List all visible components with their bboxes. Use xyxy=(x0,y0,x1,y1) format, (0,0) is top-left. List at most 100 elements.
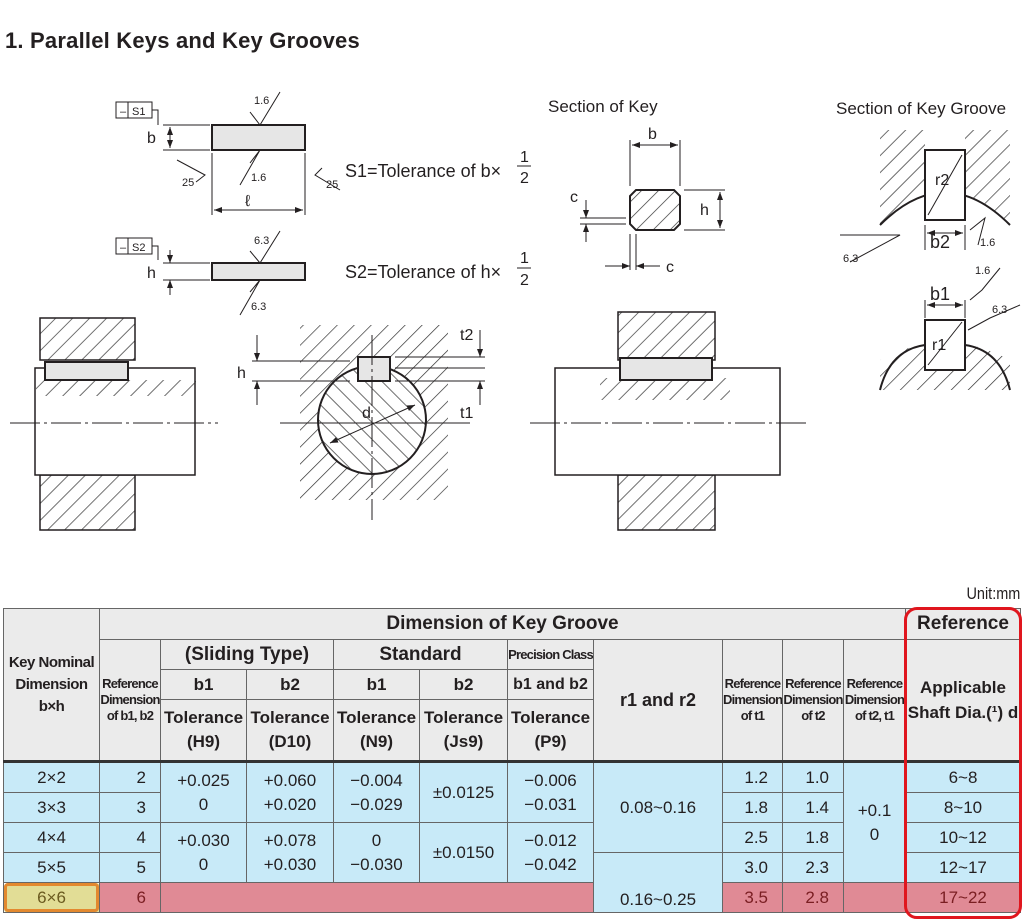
cell-key: 3×3 xyxy=(3,792,100,823)
cell-key: 2×2 xyxy=(3,760,100,793)
header-standard-b2: b2 xyxy=(419,669,508,700)
rough-25-right: 25 xyxy=(326,179,338,191)
section-of-key-label: Section of Key xyxy=(548,97,658,116)
cell-ref: 5 xyxy=(99,852,161,883)
cell-h9: +0.030 0 xyxy=(160,822,247,883)
cell-t-tol-empty xyxy=(843,882,906,913)
shaft-h-label: h xyxy=(237,365,246,382)
shaft-d-label: d xyxy=(362,405,371,422)
cell-t2: 1.4 xyxy=(782,792,844,823)
cell-r: 0.08~0.16 xyxy=(593,760,723,853)
cell-ref: 6 xyxy=(99,882,161,913)
cell-t2: 2.8 xyxy=(782,882,844,913)
groove-rough-1-6: 1.6 xyxy=(980,237,995,249)
rough-1-6-bottom: 1.6 xyxy=(251,172,266,184)
s1-note: S1=Tolerance of b× xyxy=(345,161,501,181)
header-t2: Reference Dimension of t2 xyxy=(782,639,844,762)
section-of-key-groove-label: Section of Key Groove xyxy=(836,99,1006,118)
header-sliding-b1: b1 xyxy=(160,669,247,700)
cell-key: 5×5 xyxy=(3,852,100,883)
header-groove-dimension: Dimension of Key Groove xyxy=(99,608,906,640)
cell-t1: 3.0 xyxy=(722,852,783,883)
label-s2-box: S2 xyxy=(132,242,145,254)
rough-6-3-top: 6.3 xyxy=(254,235,269,247)
cell-t2: 2.3 xyxy=(782,852,844,883)
cell-key: 4×4 xyxy=(3,822,100,853)
shaft-t2-label: t2 xyxy=(460,327,473,344)
cell-h9: +0.025 0 xyxy=(160,760,247,823)
header-standard: Standard xyxy=(333,639,508,670)
cell-ref: 4 xyxy=(99,822,161,853)
s2-half-den: 2 xyxy=(520,272,529,289)
cell-n9: −0.004 −0.029 xyxy=(333,760,420,823)
header-sliding: (Sliding Type) xyxy=(160,639,334,670)
key-groove-dimension-table: Key Nominal Dimension b×h Dimension of K… xyxy=(3,608,1021,913)
cell-js9: ±0.0125 xyxy=(419,760,508,823)
tol-js9: (Js9) xyxy=(443,732,484,751)
cell-t1: 2.5 xyxy=(722,822,783,853)
tol-label: Tolerance xyxy=(336,708,417,727)
cell-d: 12~17 xyxy=(905,852,1021,883)
key-groove-section-drawing xyxy=(840,130,1021,391)
cell-n9: 0 −0.030 xyxy=(333,822,420,883)
cell-t-tol: +0.1 0 xyxy=(843,760,906,883)
label-s1-box: S1 xyxy=(132,106,145,118)
tol-d10: (D10) xyxy=(268,732,312,751)
label-dash: – xyxy=(120,106,127,118)
key-top-view xyxy=(115,91,341,316)
groove-rough-6-3: 6.3 xyxy=(843,253,858,265)
cell-d: 10~12 xyxy=(905,822,1021,853)
cell-p9: −0.012 −0.042 xyxy=(507,822,594,883)
header-reference: Reference xyxy=(905,608,1021,640)
cell-js9: ±0.0150 xyxy=(419,822,508,883)
s1-half-num: 1 xyxy=(520,149,529,166)
cell-d: 17~22 xyxy=(905,882,1021,913)
key-h-label: h xyxy=(700,202,709,219)
cell-ref: 2 xyxy=(99,760,161,793)
cell-t1: 1.8 xyxy=(722,792,783,823)
rough-6-3-bottom: 6.3 xyxy=(251,301,266,313)
groove-r2-label: r2 xyxy=(935,172,949,189)
cell-p9: −0.006 −0.031 xyxy=(507,760,594,823)
table-row[interactable]: 4×4 4 +0.030 0 +0.078 +0.030 0 −0.030 ±0… xyxy=(3,822,1021,883)
cell-t2: 1.0 xyxy=(782,760,844,793)
key-c-label-2: c xyxy=(666,259,674,276)
cell-d10: +0.060 +0.020 xyxy=(246,760,334,823)
table-row[interactable]: 5×5 5 0.16~0.25 3.0 2.3 12~17 xyxy=(3,852,1021,913)
cell-t1: 3.5 xyxy=(722,882,783,913)
header-precision: Precision Class xyxy=(507,639,594,670)
s1-half-den: 2 xyxy=(520,170,529,187)
unit-label: Unit:mm xyxy=(966,584,1020,603)
key-section-drawing xyxy=(580,140,725,270)
header-shaft-dia: Applicable Shaft Dia.(¹) d xyxy=(905,639,1021,762)
header-t2t1: Reference Dimension of t2, t1 xyxy=(843,639,906,762)
shaft-hub-assembly-left xyxy=(10,317,218,531)
key-b-label: b xyxy=(648,126,657,143)
tol-p9: (P9) xyxy=(534,732,567,751)
header-sliding-b2: b2 xyxy=(246,669,334,700)
header-t1: Reference Dimension of t1 xyxy=(722,639,783,762)
selected-row-tolerance-span xyxy=(160,882,594,913)
tol-label: Tolerance xyxy=(250,708,330,727)
cell-d: 8~10 xyxy=(905,792,1021,823)
cell-t2: 1.8 xyxy=(782,822,844,853)
cell-ref: 3 xyxy=(99,792,161,823)
label-dash-2: – xyxy=(120,242,127,254)
tol-n9: (N9) xyxy=(359,732,394,751)
groove-b2-label: b2 xyxy=(930,232,950,252)
header-precision-b1b2: b1 and b2 xyxy=(507,669,594,700)
section-title: 1. Parallel Keys and Key Grooves xyxy=(5,28,360,53)
selected-key-cell[interactable]: 6×6 xyxy=(3,882,100,913)
header-r: r1 and r2 xyxy=(593,639,723,762)
label-l: ℓ xyxy=(245,193,250,210)
groove-r1-label: r1 xyxy=(932,337,946,354)
tol-h9: (H9) xyxy=(186,732,221,751)
shaft-cross-section xyxy=(252,325,485,520)
s2-half-num: 1 xyxy=(520,250,529,267)
key-c-label: c xyxy=(570,189,578,206)
table-row[interactable]: 2×2 2 +0.025 0 +0.060 +0.020 −0.004 −0.0… xyxy=(3,760,1021,883)
table-row[interactable]: 3×3 3 1.8 1.4 8~10 xyxy=(3,792,1021,823)
shaft-t1-label: t1 xyxy=(460,405,473,422)
tol-label: Tolerance xyxy=(163,708,244,727)
table-row-selected[interactable]: 6×6 6 3.5 2.8 17~22 xyxy=(3,882,1021,913)
